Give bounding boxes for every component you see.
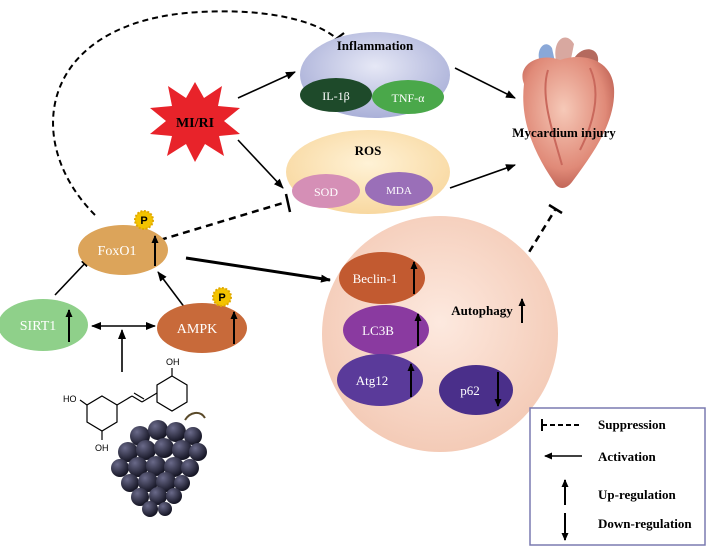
autophagy-title: Autophagy [451,303,513,318]
inflammation-to-injury-arrow [454,67,516,99]
svg-text:P: P [140,215,147,227]
ampk-group: AMPK P [157,287,247,353]
legend-downregulation-label: Down-regulation [598,516,692,531]
resveratrol-structure [79,368,188,440]
miri-star [150,82,240,162]
legend-suppression-label: Suppression [598,417,666,432]
autophagy-group: Autophagy Beclin-1 LC3B Atg12 p62 [322,216,558,452]
grapes-icon [111,412,207,517]
legend-box [529,407,706,546]
sod-label: SOD [314,185,338,199]
foxo1-node [78,225,168,275]
svg-text:P: P [218,292,225,304]
foxo1-to-inflammation-suppression [52,10,339,216]
ampk-to-foxo1-arrow [157,271,189,313]
atg12-node [337,354,423,406]
heart-icon [522,37,615,189]
miri-label: MI/RI [176,116,214,131]
il1b-node [300,78,372,112]
legend-upregulation-label: Up-regulation [598,487,677,502]
legend-activation-label: Activation [598,449,657,464]
inflammation-group: Inflammation IL-1β TNF-α [300,32,450,118]
lc3b-label: LC3B [362,323,394,338]
oh-left-label: HO [63,394,77,404]
inflammation-title: Inflammation [337,38,414,53]
beclin1-node [339,252,425,304]
ampk-label: AMPK [177,322,217,337]
miri-group: MI/RI [150,82,240,162]
ampk-node [157,303,247,353]
tnfa-node [372,80,444,114]
il1b-label: IL-1β [322,89,349,103]
mycardium-injury-label: Mycardium injury [512,125,616,140]
sirt1-label: SIRT1 [20,319,57,334]
sod-node [292,174,360,208]
oh-top-label: OH [166,357,180,367]
tnfa-label: TNF-α [392,91,426,105]
autophagy-to-injury-suppression [521,209,557,263]
injury-bar [548,203,563,215]
ampk-phospho-badge: P [212,287,232,307]
lc3b-node [343,305,429,355]
p62-label: p62 [460,383,480,398]
legend: Suppression Activation Up-regulation Dow… [529,407,706,546]
ros-bar [284,193,292,213]
foxo1-to-ros-suppression [159,201,284,242]
foxo1-group: FoxO1 P [78,210,168,275]
mda-label: MDA [386,185,412,197]
miri-to-ros-arrow [237,139,284,189]
foxo1-phospho-badge: P [134,210,154,230]
ros-group: ROS SOD MDA [286,130,450,214]
mda-node [365,172,433,206]
atg12-label: Atg12 [356,373,389,388]
sirt1-group: SIRT1 [0,299,88,351]
oh-bottom-label: OH [95,443,109,453]
ros-title: ROS [355,143,382,158]
beclin1-label: Beclin-1 [353,271,398,286]
foxo1-label: FoxO1 [98,244,137,259]
miri-to-inflammation-arrow [237,71,296,99]
foxo1-to-autophagy-arrow [185,256,331,283]
ros-to-injury-arrow [449,164,516,189]
sirt1-to-foxo1-arrow [54,257,91,296]
